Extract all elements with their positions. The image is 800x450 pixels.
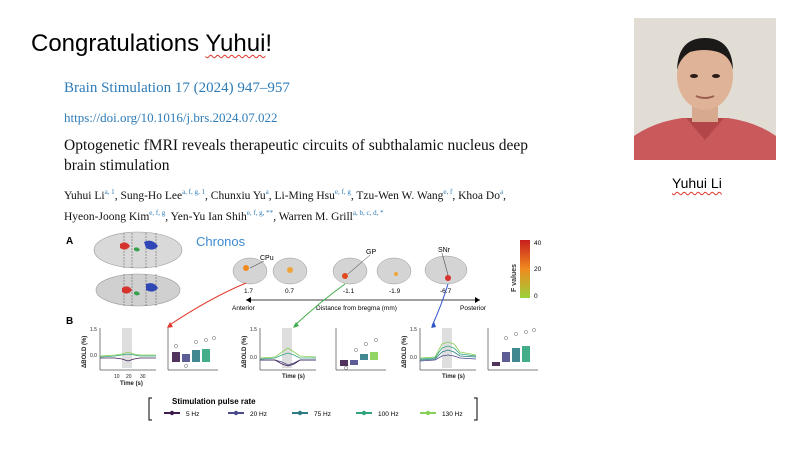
plot-group-cpu: 1.5 0.0 10 20 30 Time (s) ΔBOLD (%): [82, 327, 218, 387]
legend-label: 20 Hz: [250, 411, 267, 418]
axis-anterior: Anterior: [232, 305, 256, 312]
author-affiliation: a: [499, 188, 504, 196]
arrow-snr: [431, 283, 449, 327]
y-tick: 0.0: [250, 355, 257, 361]
legend-title: Stimulation pulse rate: [172, 397, 256, 406]
author-name: Li-Ming Hsu: [274, 189, 335, 202]
legend-items: 5 Hz 20 Hz 75 Hz 100 Hz 130 Hz: [164, 410, 463, 418]
x-axis-label: Time (s): [120, 381, 143, 387]
arrow-cpu: [167, 282, 247, 327]
slide-title-suffix: !: [265, 30, 273, 57]
slice-pos-3: -1.1: [343, 288, 355, 295]
author-affiliation: a, 1: [104, 188, 115, 196]
legend-marker: [425, 410, 431, 416]
author-name: Tzu-Wen W. Wang: [356, 189, 444, 202]
region-label-cpu: CPu: [260, 255, 274, 262]
author-name: Khoa Do: [458, 189, 500, 202]
legend-item: 130 Hz: [420, 410, 463, 418]
author-affiliation: a, b, c, d, *: [352, 208, 384, 217]
y-tick: 1.5: [250, 327, 257, 333]
author-name: Warren M. Grill: [278, 210, 353, 223]
y-axis-label: ΔBOLD (%): [82, 336, 88, 368]
region-label-gp: GP: [366, 249, 376, 256]
photo-caption: Yuhui Li: [672, 175, 722, 191]
brain-render-top: [93, 231, 183, 269]
author-affiliation: a: [265, 188, 269, 196]
slice-positions: 1.7 0.7 -1.1 -1.9 -6.7: [244, 288, 452, 295]
x-axis-label: Time (s): [282, 374, 305, 380]
x-tick: 20: [126, 374, 132, 380]
chronos-label: Chronos: [196, 234, 246, 249]
y-tick: 1.5: [410, 327, 417, 333]
x-tick: 30: [140, 374, 146, 380]
author-name: Hyeon-Joong Kim: [64, 210, 150, 223]
timecourse-plots: 1.5 0.0 10 20 30 Time (s) ΔBOLD (%): [82, 327, 538, 387]
legend-label: 130 Hz: [442, 411, 463, 418]
author-affiliation: e, f: [443, 188, 453, 196]
legend-label: 75 Hz: [314, 411, 331, 418]
pulse-rate-legend: Stimulation pulse rate 5 Hz 20 Hz 75 Hz 100…: [148, 397, 478, 421]
region-labels: CPu GP SNr: [249, 247, 451, 276]
paper-figure: A B Chronos CPu GP SNr: [66, 231, 542, 421]
plot-group-gp: 1.5 0.0 Time (s) ΔBOLD (%): [242, 327, 386, 380]
legend-marker: [169, 410, 175, 416]
author-affiliation: e, f, g: [334, 188, 351, 196]
slice-pos-1: 1.7: [244, 288, 253, 295]
colorbar: [520, 240, 530, 298]
author-name: Chunxiu Yu: [210, 189, 266, 202]
panel-b-label: B: [66, 316, 73, 327]
author-name: Yuhui Li: [64, 189, 105, 202]
legend-marker: [233, 410, 239, 416]
paper-title: Optogenetic fMRI reveals therapeutic cir…: [64, 137, 528, 174]
slide-title: Congratulations Yuhui!: [31, 30, 272, 58]
author-affiliation: e, f, g, **: [246, 208, 274, 217]
legend-marker: [361, 410, 367, 416]
y-tick: 0.0: [90, 353, 97, 359]
plot-group-snr: 1.5 0.0 Time (s) ΔBOLD (%): [402, 327, 538, 380]
slice-pos-2: 0.7: [285, 288, 294, 295]
brain-render-side: [95, 273, 181, 307]
author-affiliation: a, f, g, 1: [182, 188, 206, 196]
coronal-slices: [232, 255, 468, 285]
author-name: Sung-Ho Lee: [120, 189, 183, 202]
legend-marker: [297, 410, 303, 416]
slice-pos-4: -1.9: [389, 288, 401, 295]
y-axis-label: ΔBOLD (%): [242, 336, 248, 368]
colorbar-tick-mid: 20: [534, 266, 542, 273]
legend-item: 75 Hz: [292, 410, 331, 418]
slide-title-prefix: Congratulations: [31, 30, 206, 57]
legend-item: 5 Hz: [164, 410, 199, 418]
doi-link[interactable]: https://doi.org/10.1016/j.brs.2024.07.02…: [64, 110, 278, 125]
y-tick: 0.0: [410, 355, 417, 361]
legend-item: 20 Hz: [228, 410, 267, 418]
legend-label: 5 Hz: [186, 411, 199, 418]
slide-title-name: Yuhui: [205, 30, 266, 57]
colorbar-tick-max: 40: [534, 240, 542, 247]
y-axis-label: ΔBOLD (%): [402, 336, 408, 368]
colorbar-tick-min: 0: [534, 293, 538, 300]
x-axis-label: Time (s): [442, 374, 465, 380]
legend-item: 100 Hz: [356, 410, 399, 418]
author-name: Yen-Yu Ian Shih: [170, 210, 247, 223]
arrow-gp: [293, 283, 346, 327]
axis-distance: Distance from bregma (mm): [316, 305, 397, 312]
legend-label: 100 Hz: [378, 411, 399, 418]
axis-posterior: Posterior: [460, 305, 487, 312]
x-tick: 10: [114, 374, 120, 380]
y-tick: 1.5: [90, 327, 97, 333]
author-affiliation: e, f, g: [149, 208, 166, 217]
author-photo: [634, 18, 776, 160]
panel-a-label: A: [66, 236, 73, 247]
colorbar-title: F values: [511, 264, 518, 292]
author-list: Yuhui Lia, 1, Sung-Ho Leea, f, g, 1, Chu…: [64, 188, 506, 223]
region-label-snr: SNr: [438, 247, 451, 254]
journal-citation[interactable]: Brain Stimulation 17 (2024) 947–957: [64, 80, 290, 96]
